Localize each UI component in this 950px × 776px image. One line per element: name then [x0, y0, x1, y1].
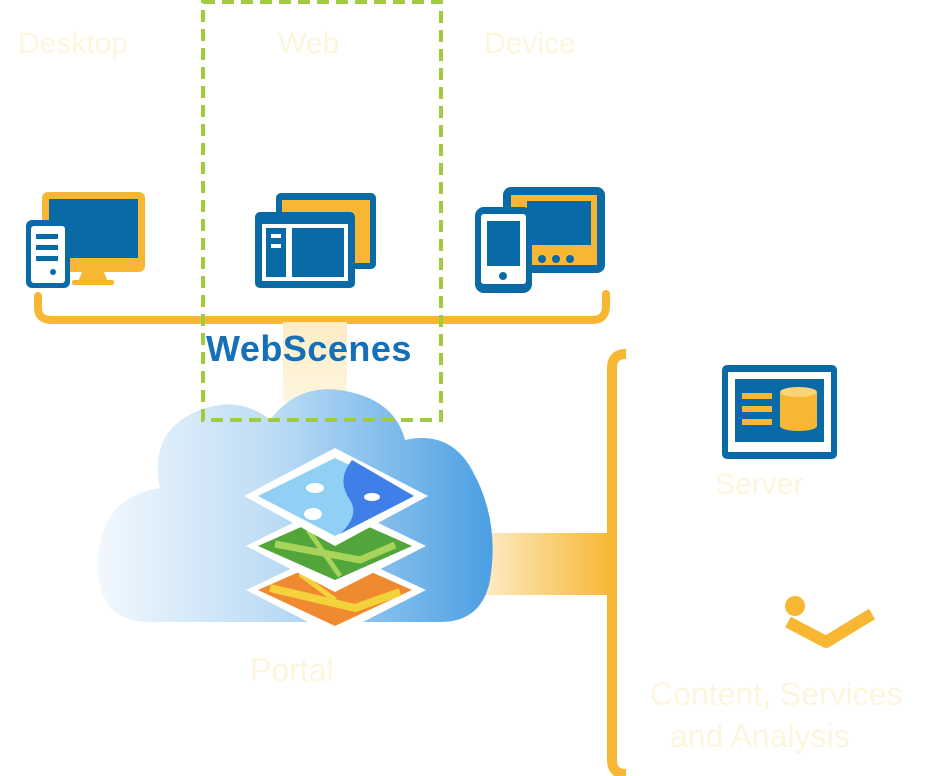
mobile-devices-icon: [475, 187, 605, 293]
analysis-label: and Analysis: [670, 718, 850, 754]
web-label: Web: [278, 27, 340, 60]
server-bracket: [607, 349, 627, 776]
server-label: Server: [715, 468, 804, 501]
checkmark-analysis-icon: [785, 596, 876, 648]
device-label: Device: [484, 27, 576, 60]
portal-label: Portal: [250, 652, 334, 688]
content-services-label: Content, Services: [650, 676, 903, 712]
server-database-icon: [722, 365, 837, 459]
web-browser-windows-icon: [255, 193, 376, 288]
cloud-connector: [470, 533, 612, 595]
webscenes-highlight-box: [201, 0, 443, 422]
clients-bracket: [34, 290, 610, 402]
layered-map-icon: [244, 448, 428, 636]
desktop-computer-icon: [26, 192, 145, 288]
desktop-label: Desktop: [18, 27, 129, 60]
webscenes-label: WebScenes: [206, 328, 412, 369]
